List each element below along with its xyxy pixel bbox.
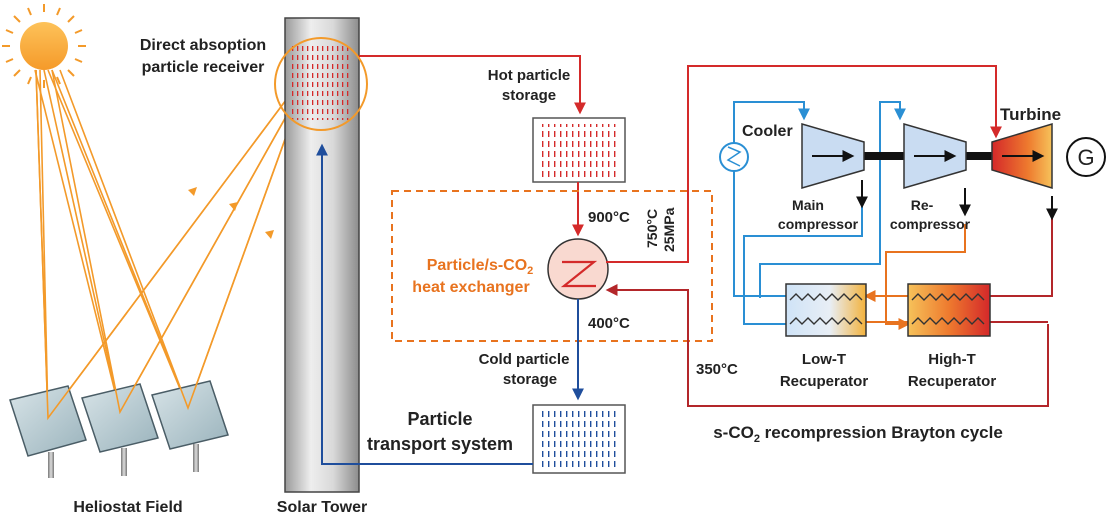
solar-tower-label: Solar Tower bbox=[277, 499, 367, 516]
lowt-recuperator-icon bbox=[785, 283, 867, 337]
temp-400: 400°C bbox=[588, 315, 630, 332]
heliostat-3 bbox=[151, 380, 229, 472]
heliostat-1 bbox=[9, 385, 87, 478]
cooler-icon bbox=[719, 142, 749, 172]
receiver-label-1: Direct absoption bbox=[140, 37, 266, 54]
generator-icon bbox=[1066, 137, 1106, 177]
hx-boundary-box bbox=[391, 190, 713, 342]
cooler-label: Cooler bbox=[742, 123, 793, 140]
receiver-label-2: particle receiver bbox=[142, 59, 265, 76]
recompressor-icon bbox=[903, 123, 967, 189]
main-comp-label-2: compressor bbox=[778, 216, 859, 232]
hight-recuperator-icon bbox=[907, 283, 991, 337]
receiver-highlight bbox=[274, 37, 368, 131]
cycle-title: s-CO2 recompression Brayton cycle bbox=[713, 423, 1003, 445]
sun-rays bbox=[35, 69, 189, 419]
heat-exchanger-icon bbox=[547, 238, 609, 300]
hight-label-1: High-T bbox=[928, 351, 975, 368]
pressure-25: 25MPa bbox=[661, 207, 677, 252]
turbine-label: Turbine bbox=[1000, 105, 1061, 124]
heliostat-field-label: Heliostat Field bbox=[73, 499, 182, 516]
mirror-reflections bbox=[35, 69, 293, 421]
generator-label: G bbox=[1077, 145, 1094, 170]
cold-storage-label-2: storage bbox=[503, 371, 557, 388]
return-to-hx-line bbox=[605, 284, 1049, 407]
hx-to-turbine-line bbox=[606, 65, 1002, 263]
temp-350: 350°C bbox=[696, 361, 738, 378]
receiver-particles bbox=[290, 42, 352, 120]
main-compressor-icon bbox=[801, 123, 865, 189]
temp-750: 750°C bbox=[644, 209, 660, 248]
sun-icon bbox=[2, 4, 86, 88]
hot-storage-label-1: Hot particle bbox=[488, 67, 571, 84]
hight-label-2: Recuperator bbox=[908, 373, 997, 390]
hx-label-1: Particle/s-CO2 bbox=[427, 257, 534, 277]
hot-particle-line bbox=[359, 55, 586, 115]
hot-storage-particles bbox=[538, 124, 620, 178]
main-comp-out-line bbox=[743, 180, 863, 325]
transport-label-1: Particle bbox=[407, 409, 472, 429]
lowt-label-2: Recuperator bbox=[780, 373, 869, 390]
recomp-inlet-line bbox=[759, 101, 906, 298]
recomp-to-hight-line bbox=[885, 224, 966, 330]
recomp-label-1: Re- bbox=[911, 197, 934, 213]
hx-label-2: heat exchanger bbox=[412, 279, 529, 296]
transport-label-2: transport system bbox=[367, 434, 513, 454]
temp-900: 900°C bbox=[588, 209, 630, 226]
recomp-label-2: compressor bbox=[890, 216, 971, 232]
cold-storage-particles bbox=[538, 411, 620, 469]
lowt-label-1: Low-T bbox=[802, 351, 846, 368]
cold-storage-label-1: Cold particle bbox=[479, 351, 570, 368]
particle-transport-line bbox=[316, 143, 533, 465]
turbine-exhaust-line bbox=[990, 196, 1053, 297]
main-comp-label-1: Main bbox=[792, 197, 824, 213]
ray-arrows bbox=[188, 187, 274, 239]
heliostat-2 bbox=[81, 383, 159, 476]
hot-storage-label-2: storage bbox=[502, 87, 556, 104]
reflected-rays bbox=[34, 69, 293, 419]
turbine-icon bbox=[991, 122, 1053, 190]
